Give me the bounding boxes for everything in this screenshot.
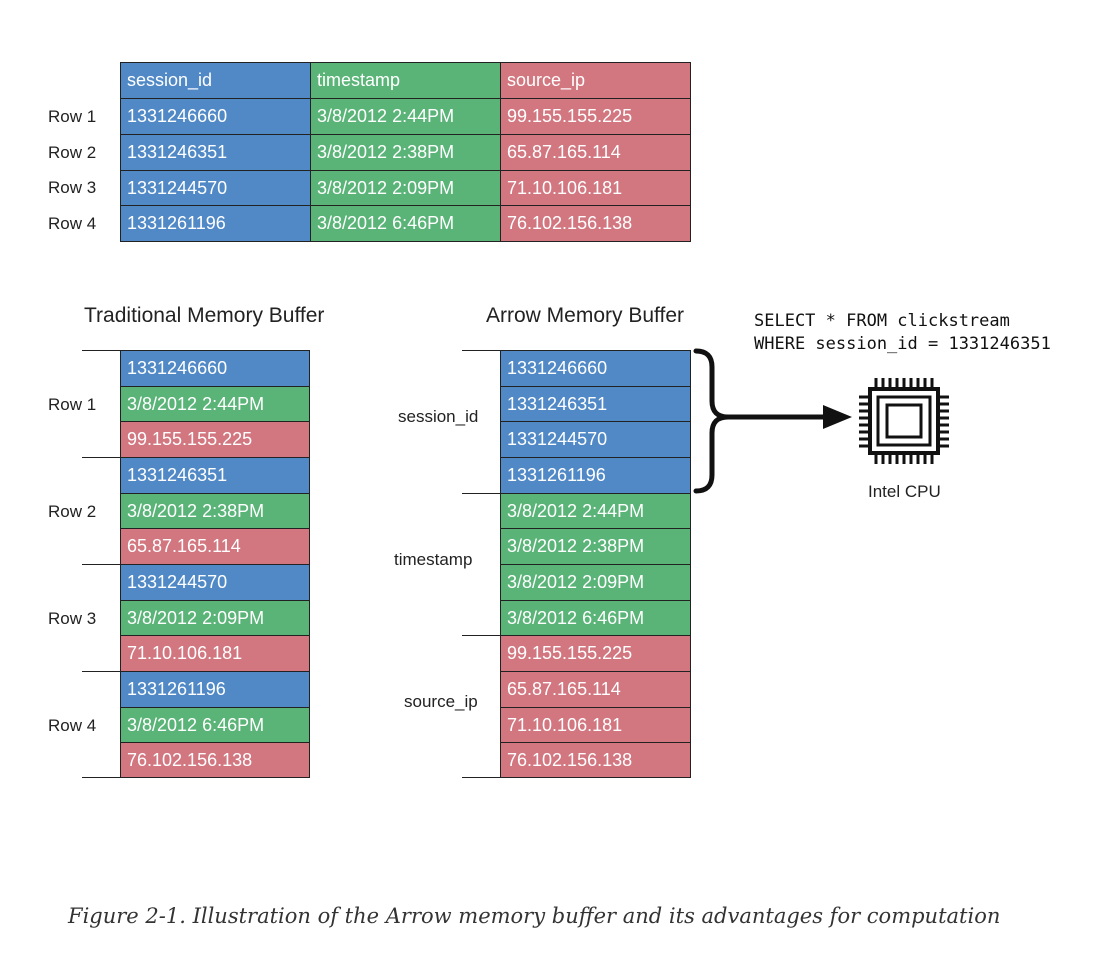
- sql-query-line-2: WHERE session_id = 1331246351: [754, 334, 1051, 354]
- traditional-buffer-title: Traditional Memory Buffer: [84, 304, 325, 327]
- column-group-label: timestamp: [394, 550, 473, 569]
- row-divider: [82, 777, 122, 778]
- row-label: Row 4: [48, 214, 97, 233]
- row-label: Row 3: [48, 178, 97, 197]
- buffer-cell: 3/8/2012 2:44PM: [500, 493, 691, 530]
- buffer-cell: 99.155.155.225: [500, 635, 691, 672]
- row-divider: [82, 671, 122, 672]
- header-session-id: session_id: [120, 62, 311, 99]
- row-label: Row 2: [48, 143, 97, 162]
- buffer-cell: 3/8/2012 2:38PM: [500, 528, 691, 565]
- buffer-cell: 1331246351: [500, 386, 691, 423]
- row-divider: [82, 350, 122, 351]
- buffer-cell: 1331246660: [120, 350, 310, 387]
- row-label: Row 1: [48, 107, 97, 126]
- table-cell: 3/8/2012 2:38PM: [310, 134, 501, 171]
- table-cell: 99.155.155.225: [500, 98, 691, 135]
- buffer-cell: 99.155.155.225: [120, 421, 310, 458]
- buffer-cell: 1331261196: [120, 671, 310, 708]
- buffer-cell: 3/8/2012 2:09PM: [500, 564, 691, 601]
- table-cell: 1331246351: [120, 134, 311, 171]
- group-divider: [462, 493, 502, 494]
- buffer-cell: 76.102.156.138: [500, 742, 691, 778]
- table-cell: 1331246660: [120, 98, 311, 135]
- arrow-head: [823, 405, 852, 429]
- group-divider: [462, 635, 502, 636]
- table-cell: 3/8/2012 6:46PM: [310, 205, 501, 242]
- buffer-cell: 1331244570: [500, 421, 691, 458]
- header-timestamp: timestamp: [310, 62, 501, 99]
- header-source-ip: source_ip: [500, 62, 691, 99]
- buffer-cell: 3/8/2012 2:38PM: [120, 493, 310, 530]
- buffer-cell: 3/8/2012 2:44PM: [120, 386, 310, 423]
- table-cell: 76.102.156.138: [500, 205, 691, 242]
- buffer-cell: 3/8/2012 6:46PM: [120, 707, 310, 744]
- curly-brace: [693, 348, 731, 494]
- row-divider: [82, 457, 122, 458]
- table-cell: 3/8/2012 2:09PM: [310, 170, 501, 207]
- buffer-cell: 1331246660: [500, 350, 691, 387]
- buffer-cell: 3/8/2012 2:09PM: [120, 600, 310, 637]
- table-cell: 1331244570: [120, 170, 311, 207]
- table-cell: 3/8/2012 2:44PM: [310, 98, 501, 135]
- buffer-cell: 1331261196: [500, 457, 691, 494]
- figure-caption: Figure 2-1. Illustration of the Arrow me…: [68, 904, 1001, 928]
- row-label: Row 4: [48, 716, 97, 735]
- cpu-chip-icon: [859, 378, 949, 464]
- column-group-label: session_id: [398, 407, 479, 426]
- table-cell: 71.10.106.181: [500, 170, 691, 207]
- buffer-cell: 3/8/2012 6:46PM: [500, 600, 691, 637]
- group-divider: [462, 777, 502, 778]
- row-label: Row 2: [48, 502, 97, 521]
- table-cell: 65.87.165.114: [500, 134, 691, 171]
- buffer-cell: 71.10.106.181: [500, 707, 691, 744]
- row-label: Row 3: [48, 609, 97, 628]
- row-divider: [82, 564, 122, 565]
- buffer-cell: 1331246351: [120, 457, 310, 494]
- row-label: Row 1: [48, 395, 97, 414]
- sql-query-line-1: SELECT * FROM clickstream: [754, 311, 1010, 331]
- curly-brace-arrow: [693, 348, 852, 494]
- buffer-cell: 65.87.165.114: [120, 528, 310, 565]
- buffer-cell: 76.102.156.138: [120, 742, 310, 778]
- cpu-label: Intel CPU: [868, 482, 941, 501]
- column-group-label: source_ip: [404, 692, 478, 711]
- group-divider: [462, 350, 502, 351]
- table-cell: 1331261196: [120, 205, 311, 242]
- buffer-cell: 1331244570: [120, 564, 310, 601]
- arrow-buffer-title: Arrow Memory Buffer: [486, 304, 684, 327]
- buffer-cell: 65.87.165.114: [500, 671, 691, 708]
- buffer-cell: 71.10.106.181: [120, 635, 310, 672]
